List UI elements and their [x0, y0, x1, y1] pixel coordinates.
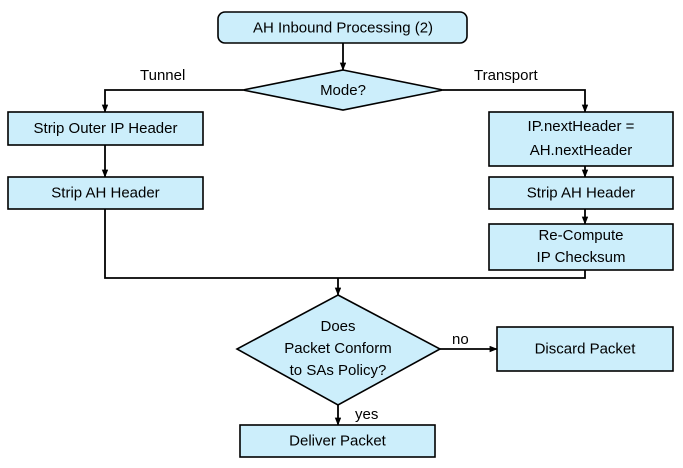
edge-label-tunnel: Tunnel	[140, 67, 185, 84]
node-strip-ah-header-tunnel-label: Strip AH Header	[51, 184, 159, 201]
edge-label-transport: Transport	[474, 67, 538, 84]
node-policy-decision-line2: Packet Conform	[284, 340, 392, 357]
node-start-label: AH Inbound Processing (2)	[253, 19, 433, 36]
node-strip-ah-header-transport-label: Strip AH Header	[527, 184, 635, 201]
node-ip-next-header-line1: IP.nextHeader =	[528, 118, 635, 135]
node-deliver-packet[interactable]	[239, 424, 436, 458]
node-ip-next-header[interactable]	[488, 111, 674, 167]
node-deliver-packet-label: Deliver Packet	[289, 432, 387, 449]
edge-tunnel-merge	[104, 209, 338, 279]
node-policy-decision[interactable]	[235, 294, 442, 406]
node-discard-packet[interactable]	[496, 326, 674, 372]
edge-mode-transport	[443, 89, 589, 113]
edge-label-no: no	[452, 331, 469, 348]
node-strip-outer-ip-header[interactable]	[7, 111, 204, 146]
node-recompute-ip-checksum-line1: Re-Compute	[538, 227, 623, 244]
node-discard-packet-label: Discard Packet	[535, 340, 637, 357]
node-ip-next-header-line2: AH.nextHeader	[530, 142, 633, 159]
node-mode-decision-label: Mode?	[320, 82, 366, 99]
node-strip-ah-header-tunnel[interactable]	[7, 176, 204, 210]
node-mode-decision[interactable]	[242, 69, 444, 111]
node-policy-decision-line3: to SAs Policy?	[290, 362, 387, 379]
edge-label-yes: yes	[355, 406, 378, 423]
node-recompute-ip-checksum-line2: IP Checksum	[537, 249, 626, 266]
edge-mode-tunnel	[101, 89, 243, 113]
node-strip-ah-header-transport[interactable]	[488, 176, 674, 210]
edge-transport-merge	[338, 270, 586, 279]
node-start[interactable]	[217, 11, 468, 44]
node-policy-decision-line1: Does	[320, 318, 355, 335]
node-recompute-ip-checksum[interactable]	[488, 223, 674, 271]
node-strip-outer-ip-header-label: Strip Outer IP Header	[34, 120, 178, 137]
